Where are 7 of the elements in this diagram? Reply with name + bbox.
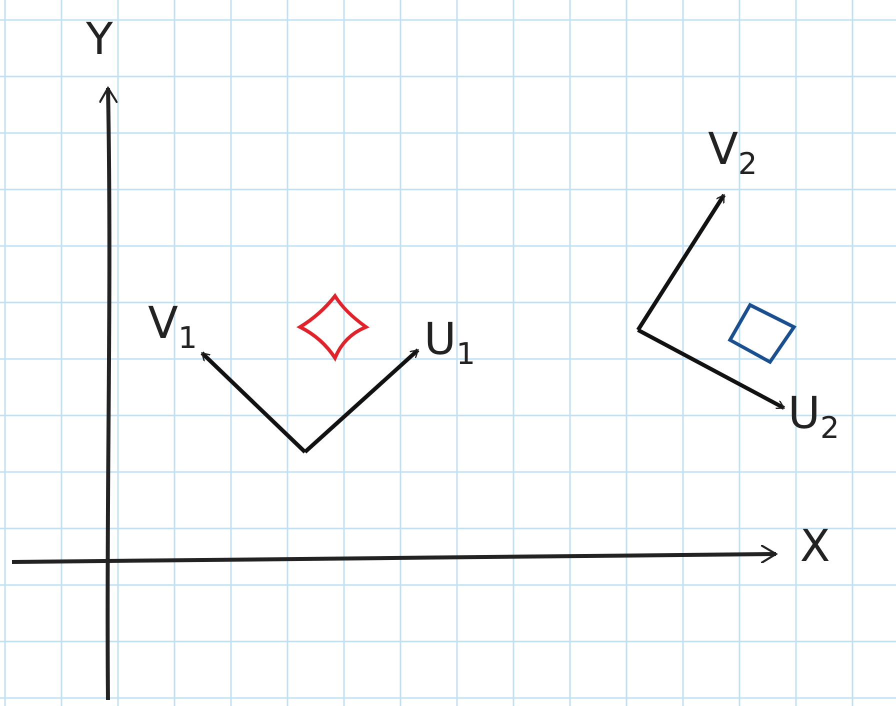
vector-label: U$_{1}$ — [424, 318, 476, 370]
diamond-marker — [298, 294, 368, 360]
axis-label: X — [800, 525, 830, 569]
vector-label: V$_{1}$ — [148, 302, 198, 354]
axis-label: Y — [86, 18, 113, 62]
vector-label: V$_{2}$ — [708, 128, 758, 180]
vector-label: U$_{2}$ — [788, 392, 840, 444]
